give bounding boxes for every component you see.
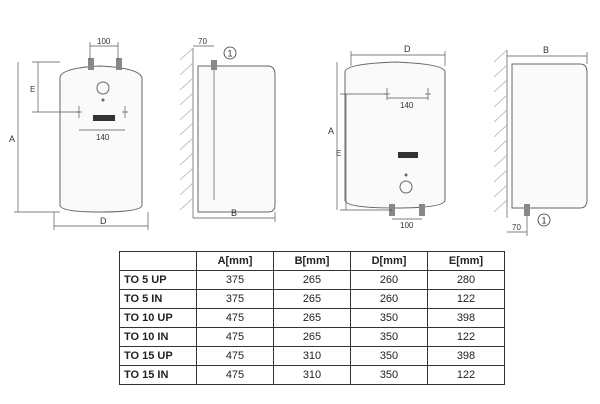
dim-e-left: E	[30, 85, 35, 94]
header-e: E[mm]	[427, 251, 505, 271]
value-a: 375	[196, 270, 274, 290]
value-b: 265	[273, 289, 351, 309]
value-d: 260	[350, 270, 428, 290]
table-row: TO 10 IN 475 265 350 122	[119, 327, 505, 347]
table-row: TO 15 UP 475 310 350 398	[119, 346, 505, 366]
dim-a-right: A	[328, 126, 334, 136]
control-knob-2	[399, 180, 413, 194]
value-b: 310	[273, 346, 351, 366]
dimensions-table: A[mm] B[mm] D[mm] E[mm] TO 5 UP 375 265 …	[119, 251, 505, 385]
heater-body-front	[59, 65, 143, 213]
value-d: 350	[350, 327, 428, 347]
table-row: TO 5 IN 375 265 260 122	[119, 289, 505, 309]
value-a: 475	[196, 365, 274, 385]
pipe-right	[116, 58, 122, 70]
callout-1-top: 1	[228, 49, 233, 59]
table-row: TO 15 IN 475 310 350 122	[119, 365, 505, 385]
model-name: TO 5 UP	[119, 270, 197, 290]
indicator-light-2	[404, 173, 408, 177]
control-knob	[96, 81, 110, 95]
heater-body-side	[197, 65, 276, 213]
value-d: 260	[350, 289, 428, 309]
header-a: A[mm]	[196, 251, 274, 271]
dim-e-right: E	[336, 149, 341, 158]
model-name: TO 10 IN	[119, 327, 197, 347]
value-e: 122	[427, 327, 505, 347]
table-row: TO 5 UP 375 265 260 280	[119, 270, 505, 290]
model-name: TO 10 UP	[119, 308, 197, 328]
value-d: 350	[350, 365, 428, 385]
dim-d-right: D	[404, 44, 411, 54]
value-e: 122	[427, 365, 505, 385]
value-a: 475	[196, 346, 274, 366]
value-e: 280	[427, 270, 505, 290]
dim-70-top: 70	[198, 37, 207, 46]
header-model	[119, 251, 197, 271]
dim-140-right: 140	[400, 101, 414, 110]
dim-70-bottom: 70	[512, 223, 521, 232]
dim-100-bottom: 100	[400, 221, 414, 230]
value-b: 265	[273, 308, 351, 328]
technical-drawing: 100 140 E A D 70	[9, 37, 588, 236]
value-d: 350	[350, 308, 428, 328]
pipe-right-bottom	[419, 204, 425, 216]
value-e: 122	[427, 289, 505, 309]
callout-circle-bottom	[537, 213, 551, 227]
value-d: 350	[350, 346, 428, 366]
dim-100-top: 100	[97, 37, 111, 46]
value-b: 310	[273, 365, 351, 385]
dim-b-left: B	[231, 208, 237, 218]
dim-140-left: 140	[96, 133, 110, 142]
value-e: 398	[427, 346, 505, 366]
model-name: TO 5 IN	[119, 289, 197, 309]
table-header-row: A[mm] B[mm] D[mm] E[mm]	[119, 251, 505, 271]
brand-label-2	[398, 152, 418, 158]
header-b: B[mm]	[273, 251, 351, 271]
dim-b-right: B	[543, 45, 549, 55]
side-view-top-connections: 70 1 B	[179, 37, 276, 222]
value-a: 475	[196, 327, 274, 347]
pipe-left	[88, 58, 94, 70]
table-row: TO 10 UP 475 265 350 398	[119, 308, 505, 328]
brand-label	[93, 115, 115, 121]
model-name: TO 15 UP	[119, 346, 197, 366]
heater-body-side-2	[511, 63, 588, 209]
callout-circle-top	[223, 46, 237, 60]
front-view-bottom-connections: 140 100 D E A	[328, 44, 446, 230]
indicator-light	[101, 98, 105, 102]
value-a: 475	[196, 308, 274, 328]
front-view-top-connections: 100 140 E A D	[9, 37, 149, 230]
dim-d-left: D	[100, 216, 107, 226]
side-pipe	[211, 60, 217, 70]
side-pipe-2	[524, 204, 530, 216]
dim-a-left: A	[9, 134, 15, 144]
heater-body-front-2	[344, 61, 446, 209]
value-e: 398	[427, 308, 505, 328]
model-name: TO 15 IN	[119, 365, 197, 385]
value-b: 265	[273, 270, 351, 290]
value-a: 375	[196, 289, 274, 309]
header-d: D[mm]	[350, 251, 428, 271]
side-view-bottom-connections: B 70 1	[493, 45, 588, 236]
callout-1-bottom: 1	[542, 216, 547, 226]
value-b: 265	[273, 327, 351, 347]
